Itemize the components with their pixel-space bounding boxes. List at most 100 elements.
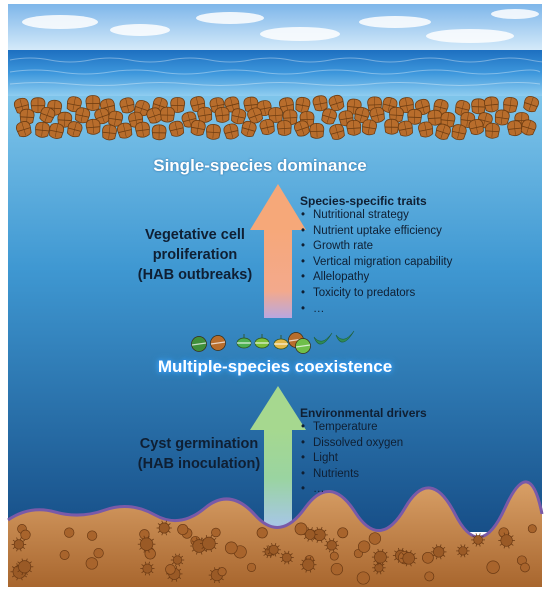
brown-dinoflagellate-icon xyxy=(66,96,82,113)
traits-item: Nutrient uptake efficiency xyxy=(300,224,510,240)
brown-dinoflagellate-icon xyxy=(214,106,230,123)
brown-dinoflagellate-icon xyxy=(454,100,471,117)
resting-cyst-icon xyxy=(337,527,349,539)
brown-dinoflagellate-icon xyxy=(407,108,423,125)
lower-process-label: Cyst germination (HAB inoculation) xyxy=(124,434,274,474)
brown-dinoflagellate-icon xyxy=(102,124,117,141)
resting-cyst-icon xyxy=(246,562,257,572)
resting-cyst-icon xyxy=(368,532,382,545)
traits-list: Nutritional strategy Nutrient uptake eff… xyxy=(300,208,510,317)
resting-cyst-icon xyxy=(371,548,389,566)
sediment-edge xyxy=(7,480,544,539)
brown-dinoflagellate-icon xyxy=(247,107,264,124)
resting-cyst-icon xyxy=(357,540,371,553)
resting-cyst-icon xyxy=(422,551,434,564)
traits-item: Nutritional strategy xyxy=(300,208,510,224)
mixed-phytoplankton-icon xyxy=(313,332,333,345)
brown-dinoflagellate-icon xyxy=(483,96,499,113)
resting-cyst-icon xyxy=(11,537,27,552)
resting-cyst-icon xyxy=(424,571,435,582)
cysts-layer xyxy=(10,520,537,585)
brown-dinoflagellate-icon xyxy=(427,109,443,126)
resting-cyst-icon xyxy=(156,520,172,536)
brown-dinoflagellate-icon xyxy=(312,95,328,112)
brown-dinoflagellate-icon xyxy=(397,120,413,137)
resting-cyst-icon xyxy=(266,542,281,557)
brown-dinoflagellate-icon xyxy=(523,96,539,113)
brown-dinoflagellate-icon xyxy=(494,109,510,126)
drivers-item: … xyxy=(300,482,510,498)
traits-item: Allelopathy xyxy=(300,270,510,286)
brown-dinoflagellate-icon xyxy=(293,120,310,137)
mixed-phytoplankton-icon xyxy=(335,330,355,343)
upper-arrow xyxy=(250,184,306,318)
brown-dinoflagellate-icon xyxy=(74,107,91,124)
brown-dinoflagellate-icon xyxy=(485,122,500,139)
mixed-phytoplankton-icon xyxy=(210,335,226,351)
sea-surface xyxy=(8,50,542,96)
drivers-title: Environmental drivers xyxy=(300,406,427,420)
mixed-phytoplankton-icon xyxy=(295,338,311,354)
brown-dinoflagellate-icon xyxy=(507,120,522,137)
mixed-phytoplankton-icon xyxy=(273,335,289,350)
upper-process-line: Vegetative cell xyxy=(145,227,245,243)
brown-dinoflagellate-icon xyxy=(329,123,345,140)
brown-dinoflagellate-icon xyxy=(190,119,206,136)
resting-cyst-icon xyxy=(140,561,155,576)
lower-arrow xyxy=(250,386,306,528)
brown-dinoflagellate-icon xyxy=(231,108,247,125)
brown-dinoflagellate-icon xyxy=(346,119,362,136)
brown-dinoflagellate-icon xyxy=(49,123,65,139)
resting-cyst-icon xyxy=(211,527,221,538)
brown-dinoflagellate-icon xyxy=(151,124,167,141)
brown-dinoflagellate-icon xyxy=(66,121,83,138)
brown-dinoflagellate-icon xyxy=(170,97,186,113)
brown-dinoflagellate-icon xyxy=(451,124,467,141)
brown-dinoflagellate-icon xyxy=(224,96,240,113)
brown-dinoflagellate-icon xyxy=(197,106,213,123)
brown-dinoflagellate-icon xyxy=(85,118,101,135)
resting-cyst-icon xyxy=(217,567,227,577)
resting-cyst-icon xyxy=(330,562,344,576)
resting-cyst-icon xyxy=(372,561,386,575)
brown-dinoflagellate-icon xyxy=(369,106,385,123)
brown-dinoflagellate-icon xyxy=(468,119,484,135)
brown-dinoflagellate-icon xyxy=(276,120,292,136)
resting-cyst-icon xyxy=(294,522,308,536)
resting-cyst-icon xyxy=(329,551,339,561)
brown-dinoflagellate-icon xyxy=(389,106,404,123)
resting-cyst-icon xyxy=(256,527,268,539)
brown-dinoflagellate-icon xyxy=(321,108,337,125)
resting-cyst-icon xyxy=(356,571,370,585)
brown-dinoflagellate-icon xyxy=(295,96,311,113)
upper-process-line: (HAB outbreaks) xyxy=(137,267,253,283)
traits-item: Vertical migration capability xyxy=(300,255,510,271)
brown-dinoflagellate-icon xyxy=(309,123,325,139)
drivers-item: Nutrients xyxy=(300,467,510,483)
resting-cyst-icon xyxy=(93,547,104,559)
brown-dinoflagellate-icon xyxy=(354,106,370,123)
brown-dinoflagellate-icon xyxy=(241,120,257,137)
brown-dinoflagellate-icon xyxy=(94,107,111,125)
resting-cyst-icon xyxy=(471,533,486,547)
resting-cyst-icon xyxy=(15,558,34,576)
resting-cyst-icon xyxy=(456,544,470,558)
lower-process-line: (HAB inoculation) xyxy=(137,456,261,472)
upper-process-line: proliferation xyxy=(152,247,238,263)
resting-cyst-icon xyxy=(59,550,70,560)
drivers-item: Temperature xyxy=(300,420,510,436)
drivers-item: Light xyxy=(300,451,510,467)
brown-dinoflagellate-icon xyxy=(435,123,451,140)
brown-dinoflagellate-icon xyxy=(223,123,239,140)
resting-cyst-icon xyxy=(498,532,515,549)
brown-dinoflagellate-icon xyxy=(19,108,35,125)
brown-dinoflagellate-icon xyxy=(268,107,283,123)
resting-cyst-icon xyxy=(199,534,218,553)
brown-dinoflagellate-icon xyxy=(146,107,163,124)
brown-dinoflagellate-icon xyxy=(35,121,50,138)
surface-ripples xyxy=(9,57,550,86)
resting-cyst-icon xyxy=(224,541,238,555)
sky xyxy=(8,4,542,52)
brown-dinoflagellate-icon xyxy=(168,120,185,137)
